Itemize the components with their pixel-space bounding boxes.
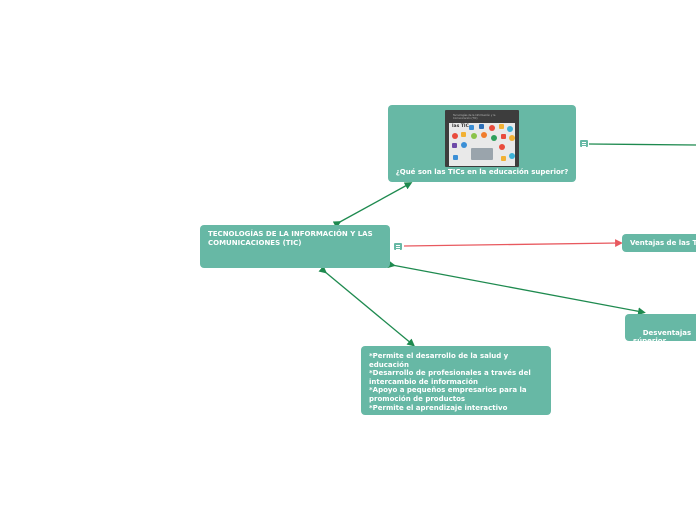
- tic-illustration-image: Tecnologías de la Información y la Comun…: [445, 110, 519, 167]
- beneficio-line: *Permite el desarrollo de la salud y: [369, 352, 509, 360]
- edge-root-to-desventajas: [387, 260, 646, 316]
- beneficio-line: educación: [369, 360, 409, 369]
- edge-root-to-que-son: [332, 182, 413, 229]
- ventajas-node[interactable]: Ventajas de las T: [622, 234, 696, 252]
- desventajas-node-label: Desventajas de súperior: [633, 328, 692, 346]
- que-son-node-label: ¿Qué son las TICs en la educación superi…: [395, 168, 569, 176]
- collapse-toggle-icon[interactable]: [579, 139, 589, 148]
- collapse-toggle-icon[interactable]: [393, 242, 403, 251]
- beneficios-node[interactable]: *Permite el desarrollo de la salud y edu…: [361, 346, 551, 415]
- image-label: las TIC: [452, 124, 469, 129]
- beneficio-line: *Desarrollo de profesionales a través de…: [369, 369, 531, 378]
- beneficio-line: *Apoyo a pequeños empresarios para la: [369, 386, 527, 395]
- beneficio-line: promoción de productos: [369, 394, 466, 403]
- ventajas-node-label: Ventajas de las T: [630, 239, 696, 247]
- edge-root-to-beneficios: [318, 265, 416, 347]
- desventajas-node[interactable]: Desventajas de súperior: [625, 314, 696, 345]
- edge-root-to-ventajas: [403, 239, 623, 247]
- root-node-label: TECNOLOGÍAS DE LA INFORMACIÓN Y LAS COMU…: [208, 230, 373, 247]
- beneficio-line: intercambio de información: [369, 377, 478, 386]
- beneficio-line: *Permite el aprendizaje interactivo: [369, 403, 508, 412]
- root-node[interactable]: TECNOLOGÍAS DE LA INFORMACIÓN Y LAS COMU…: [200, 225, 390, 268]
- que-son-node[interactable]: Tecnologías de la Información y la Comun…: [388, 105, 576, 182]
- image-title: Tecnologías de la Información y la Comun…: [453, 114, 496, 120]
- edge-que-son-to-right: [588, 143, 696, 146]
